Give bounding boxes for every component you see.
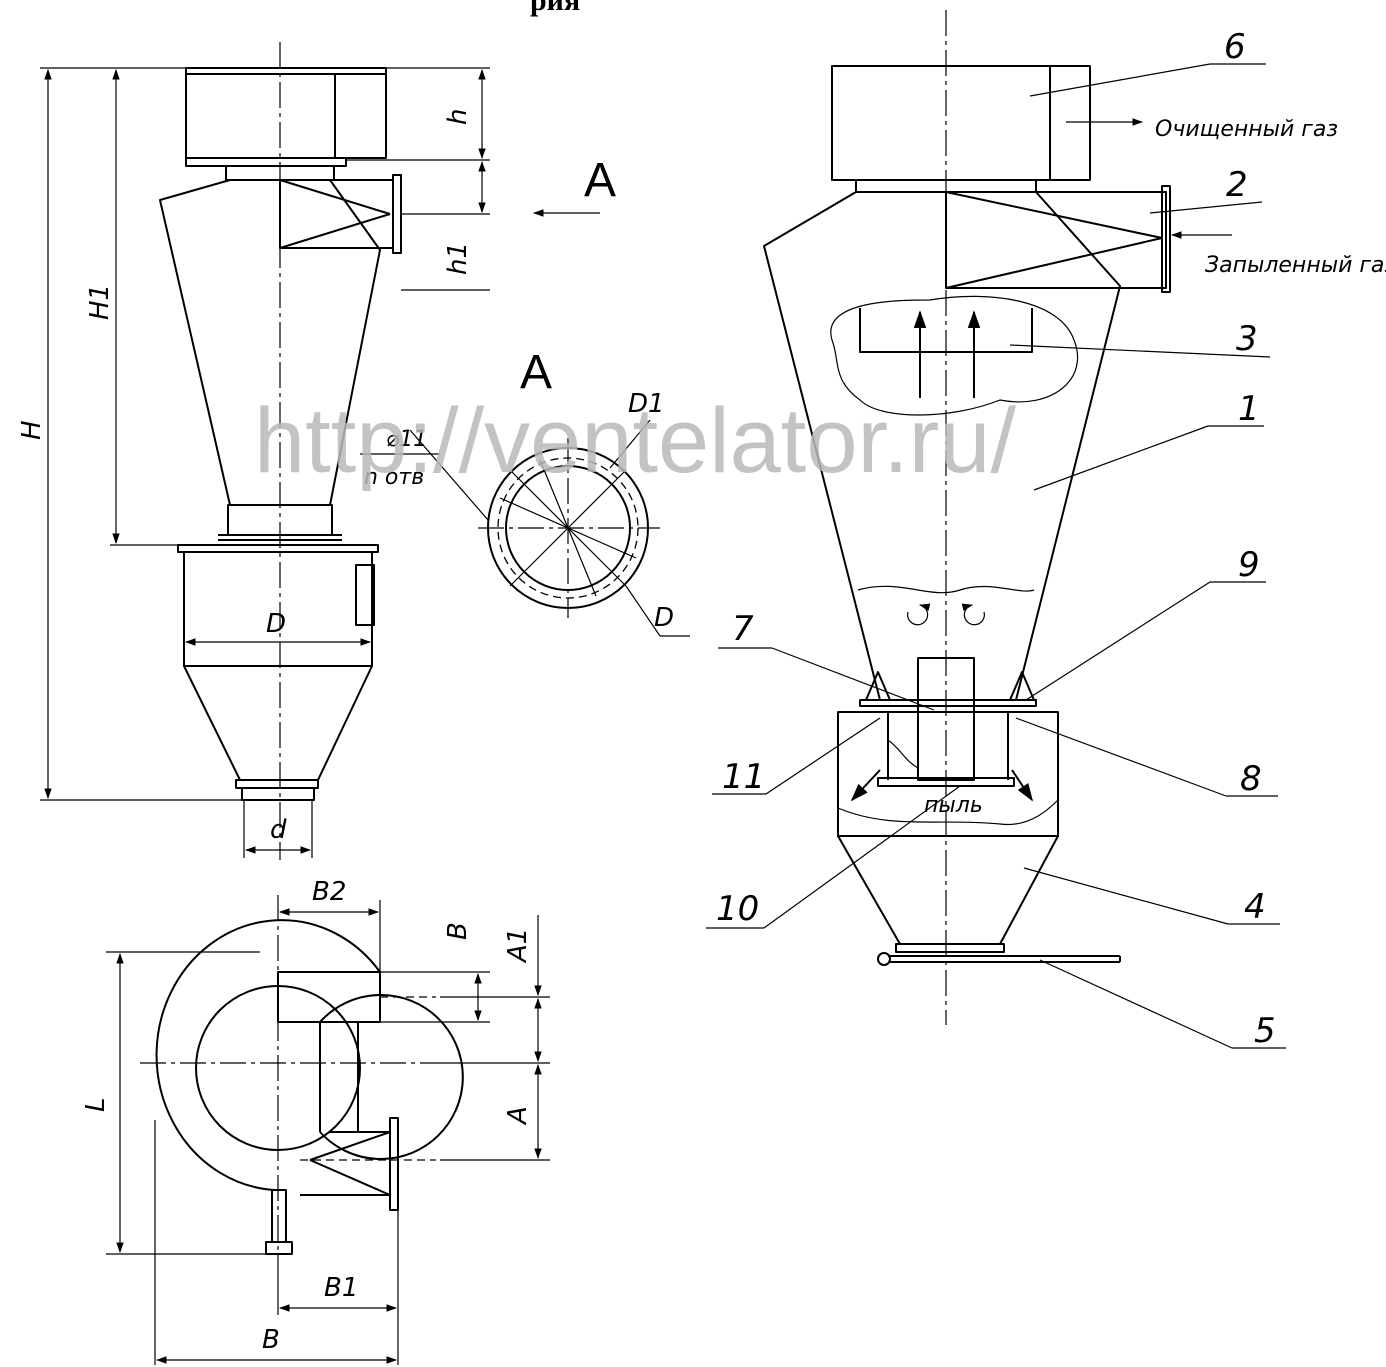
- callout-9: 9: [1238, 545, 1260, 585]
- dim-B1-label: B1: [324, 1273, 358, 1303]
- clean-gas-label: Очищенный газ: [1155, 117, 1338, 142]
- dim-H1-label: H1: [85, 284, 115, 320]
- callout-5: 5: [1254, 1011, 1276, 1051]
- callout-1: 1: [1238, 389, 1260, 429]
- dim-A-label: A: [503, 1106, 533, 1126]
- dim-D1-label: D1: [628, 389, 665, 419]
- dim-H-label: H: [17, 420, 47, 440]
- callouts: 6 2 3 1 9 7 8 11 10 4 5: [706, 27, 1286, 1051]
- assembly-view: Очищенный газ Запыленный газ пыль: [763, 10, 1386, 1025]
- dusty-gas-label: Запыленный газ: [1205, 253, 1386, 278]
- dim-B2-label: B2: [312, 877, 346, 907]
- callout-7: 7: [732, 609, 754, 649]
- hole-diameter-label: ⌀11: [386, 427, 427, 452]
- dim-h-label: h: [443, 109, 473, 125]
- dim-B-label: B: [443, 922, 473, 940]
- section-a-title: А: [520, 346, 552, 399]
- callout-2: 2: [1226, 165, 1248, 205]
- plan-view: B2 B A1 A L B1 B: [81, 877, 550, 1365]
- callout-8: 8: [1240, 759, 1262, 799]
- side-view: H H1 h h1 D d А: [17, 42, 616, 860]
- dim-D-label: D: [266, 609, 286, 639]
- drawing-title-fragment: рия: [530, 0, 580, 17]
- callout-11: 11: [722, 757, 765, 797]
- dim-d-label: d: [270, 815, 287, 845]
- watermark: http://ventelator.ru/: [254, 390, 1016, 492]
- dim-L-label: L: [81, 1098, 111, 1113]
- section-arrow-label: А: [584, 154, 616, 207]
- dim-B-total-label: B: [262, 1325, 280, 1355]
- dim-D-circle-label: D: [654, 603, 674, 633]
- section-a-view: А D D1 ⌀11 n отв: [360, 346, 690, 637]
- callout-6: 6: [1224, 27, 1246, 67]
- callout-4: 4: [1244, 887, 1266, 927]
- callout-10: 10: [716, 889, 759, 929]
- callout-3: 3: [1236, 319, 1258, 359]
- dim-A1-label: A1: [503, 928, 533, 964]
- dim-h1-label: h1: [443, 242, 473, 275]
- hole-count-label: n отв: [364, 465, 424, 490]
